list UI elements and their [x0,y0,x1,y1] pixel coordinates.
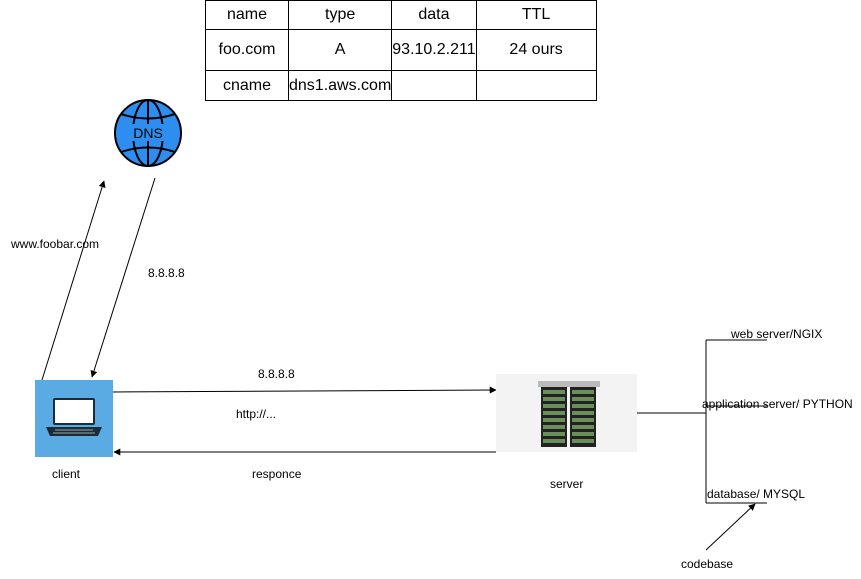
dns-server-icon[interactable]: DNS [112,97,184,169]
server-label: server [550,477,584,491]
table-cell: cname [205,70,289,101]
laptop-icon [46,398,102,436]
server-node[interactable] [496,374,637,452]
table-cell: A [287,29,393,71]
client-node[interactable] [35,380,113,457]
request-ip-label: 8.8.8.8 [258,367,295,381]
table-cell: dns1.aws.com [287,70,393,101]
table-row: cname dns1.aws.com [205,70,597,101]
web-server-label: web server/NGIX [731,327,823,341]
table-cell: foo.com [205,29,289,71]
table-cell [391,70,477,101]
table-header-cell: data [391,0,477,30]
arrow-dns-to-client [90,177,156,378]
response-label: responce [252,467,302,481]
dns-answer-label: 8.8.8.8 [148,266,185,280]
globe-icon: DNS [114,99,182,167]
arrow-client-to-server [112,386,497,394]
table-header-row: name type data TTL [205,0,597,30]
domain-query-label: www.foobar.com [11,237,100,251]
table-cell: 24 ours [475,29,597,71]
table-header-cell: type [287,0,393,30]
dns-records-table: name type data TTL foo.com A 93.10.2.211… [205,0,597,101]
arrow-client-to-dns [41,180,106,381]
dns-icon-text: DNS [133,125,163,141]
table-row: foo.com A 93.10.2.211 24 ours [205,29,597,71]
table-cell [475,70,597,101]
request-protocol-label: http://... [236,407,277,421]
table-header-cell: name [205,0,289,30]
table-header-cell: TTL [475,0,597,30]
app-server-label: application server/ PYTHON [702,397,853,411]
client-label: client [52,467,81,481]
codebase-label: codebase [681,557,734,571]
arrow-codebase-to-db [705,503,756,551]
database-label: database/ MYSQL [707,487,806,501]
server-rack-icon [538,381,600,447]
table-cell: 93.10.2.211 [391,29,477,71]
